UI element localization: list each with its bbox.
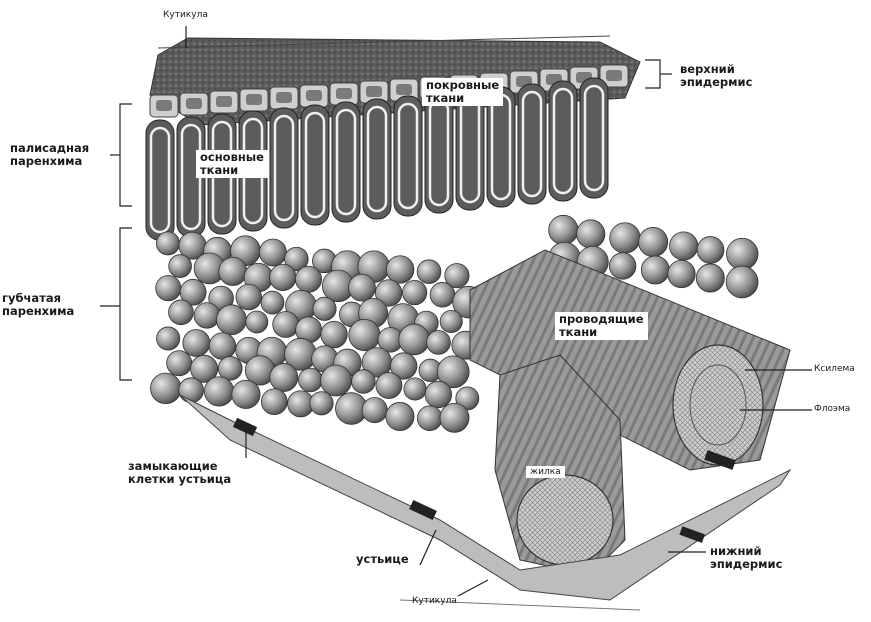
palisade-cell xyxy=(146,120,174,240)
label-upper-epidermis: верхний эпидермис xyxy=(680,63,752,89)
spongy-cell xyxy=(425,381,452,408)
spongy-cell xyxy=(261,389,287,415)
spongy-cell xyxy=(273,312,299,338)
spongy-cell xyxy=(697,237,724,264)
label-stoma: устьице xyxy=(356,553,409,566)
spongy-cell xyxy=(169,255,192,278)
label-conducting-tissue: проводящие ткани xyxy=(555,312,648,340)
epidermis-cell xyxy=(150,95,178,117)
spongy-cell xyxy=(641,256,669,284)
label-covering-tissue: покровные ткани xyxy=(422,78,503,106)
spongy-cell xyxy=(156,232,179,255)
spongy-cell xyxy=(577,220,605,248)
epidermis-cell xyxy=(180,93,208,115)
spongy-cell xyxy=(399,324,430,355)
label-guard-cells: замыкающие клетки устьица xyxy=(128,460,231,486)
spongy-cell xyxy=(321,321,348,348)
label-cuticle-bottom: Кутикула xyxy=(412,596,457,606)
spongy-cell xyxy=(386,402,414,430)
label-palisade: палисадная паренхима xyxy=(10,142,89,168)
spongy-cell xyxy=(726,266,758,298)
palisade-cell xyxy=(425,93,453,213)
spongy-cell xyxy=(668,260,695,287)
spongy-cell xyxy=(295,266,321,292)
spongy-cell xyxy=(386,256,414,284)
spongy-cell xyxy=(236,284,262,310)
spongy-cell xyxy=(169,300,194,325)
spongy-cell xyxy=(270,363,298,391)
palisade-cell xyxy=(301,105,329,225)
palisade-cell xyxy=(363,99,391,219)
spongy-cell xyxy=(156,276,181,301)
label-spongy: губчатая паренхима xyxy=(2,292,74,318)
spongy-cell xyxy=(427,330,451,354)
label-lower-epidermis: нижний эпидермис xyxy=(710,545,782,571)
epidermis-cell xyxy=(270,87,298,109)
spongy-cell xyxy=(402,280,426,304)
spongy-cell xyxy=(610,223,640,253)
spongy-cell xyxy=(204,377,233,406)
spongy-cell xyxy=(440,403,469,432)
spongy-cell xyxy=(246,311,268,333)
palisade-cell xyxy=(518,84,546,204)
spongy-cell xyxy=(298,368,322,392)
spongy-cell xyxy=(696,264,724,292)
label-ground-tissue: основные ткани xyxy=(196,150,268,178)
spongy-cell xyxy=(232,380,260,408)
label-phloem: Флоэма xyxy=(814,404,850,414)
spongy-cell xyxy=(167,351,192,376)
epidermis-cell xyxy=(240,89,268,111)
spongy-cell xyxy=(219,257,247,285)
palisade-cell xyxy=(549,81,577,201)
palisade-cell xyxy=(580,78,608,198)
spongy-cell xyxy=(183,329,210,356)
palisade-cell xyxy=(394,96,422,216)
label-cuticle-top: Кутикула xyxy=(163,10,208,20)
spongy-cell xyxy=(362,398,387,423)
spongy-cell xyxy=(417,406,442,431)
spongy-cell xyxy=(310,392,333,415)
spongy-cell xyxy=(259,239,286,266)
spongy-cell xyxy=(404,378,426,400)
spongy-cell xyxy=(157,327,180,350)
spongy-cell xyxy=(417,260,441,284)
spongy-cell xyxy=(376,372,402,398)
spongy-cell xyxy=(430,282,455,307)
spongy-cell xyxy=(194,303,220,329)
spongy-cell xyxy=(179,378,204,403)
spongy-cell xyxy=(321,365,352,396)
spongy-cell xyxy=(726,238,758,270)
spongy-cell xyxy=(261,291,284,314)
epidermis-cell xyxy=(300,85,328,107)
palisade-cell xyxy=(270,108,298,228)
spongy-cell xyxy=(639,227,668,256)
spongy-cell xyxy=(440,310,462,332)
spongy-cell xyxy=(549,215,578,244)
spongy-cell xyxy=(270,264,297,291)
spongy-cell xyxy=(352,370,376,394)
spongy-cell xyxy=(313,297,336,320)
spongy-cell xyxy=(609,253,636,280)
spongy-cell xyxy=(151,373,182,404)
palisade-cell xyxy=(332,102,360,222)
spongy-cell xyxy=(348,274,375,301)
spongy-cell xyxy=(209,333,236,360)
spongy-cell xyxy=(349,319,380,350)
label-xylem: Ксилема xyxy=(814,364,855,374)
epidermis-cell xyxy=(210,91,238,113)
palisade-cell xyxy=(456,90,484,210)
spongy-cell xyxy=(216,305,246,335)
label-vein: жилка xyxy=(526,466,565,478)
spongy-cell xyxy=(670,232,698,260)
